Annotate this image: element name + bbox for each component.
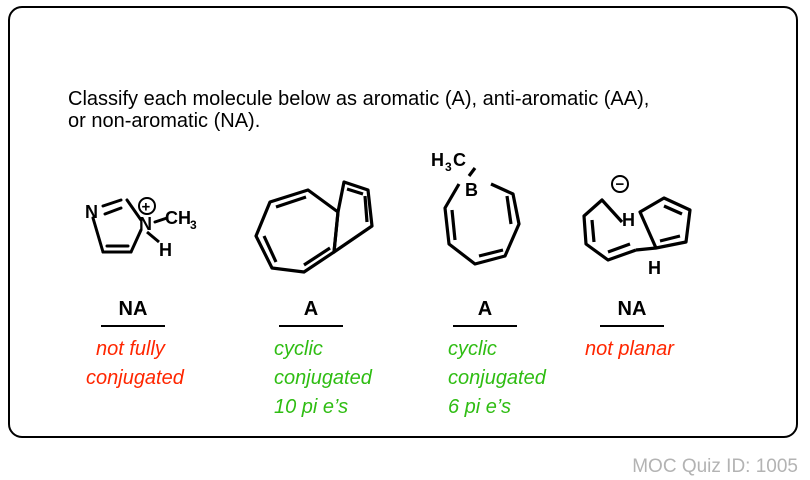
- atom-n1: N: [85, 202, 98, 222]
- methyl-h: H: [431, 150, 444, 170]
- negative-charge-icon: [611, 175, 629, 193]
- question-line-2: or non-aromatic (NA).: [68, 110, 261, 132]
- methyl-group: CH: [165, 208, 191, 228]
- answer-block-1: NA not fully conjugated: [78, 298, 188, 393]
- reason-line: conjugated: [274, 367, 372, 389]
- reason-line: conjugated: [448, 367, 546, 389]
- molecule-nonplanar-anion: − H H: [582, 175, 692, 278]
- molecule-imidazolium: N N + CH 3 H: [85, 197, 197, 260]
- methyl-subscript: 3: [190, 218, 197, 232]
- reason-line: not planar: [585, 338, 674, 360]
- answer-reason: not planar: [585, 335, 687, 364]
- quiz-card: [8, 6, 798, 438]
- atom-h: H: [159, 240, 172, 260]
- answer-block-4: NA not planar: [577, 298, 687, 364]
- reason-line: 10 pi e’s: [274, 396, 349, 418]
- answer-label: A: [303, 298, 319, 320]
- question-line-1: Classify each molecule below as aromatic…: [68, 88, 650, 110]
- reason-line: cyclic: [274, 338, 323, 360]
- answer-underline: [101, 325, 165, 327]
- negative-charge-sign: −: [616, 176, 625, 193]
- answer-underline: [453, 325, 517, 327]
- quiz-id: MOC Quiz ID: 1005: [632, 456, 798, 477]
- answer-block-2: A cyclic conjugated 10 pi e’s: [256, 298, 372, 422]
- question-text: Classify each molecule below as aromatic…: [68, 88, 748, 132]
- answer-label: A: [477, 298, 493, 320]
- reason-line: conjugated: [86, 367, 184, 389]
- answer-reason: cyclic conjugated 6 pi e’s: [448, 335, 546, 422]
- answer-label: NA: [118, 298, 148, 320]
- methyl-subscript: 3: [445, 160, 452, 174]
- atom-h2: H: [648, 258, 661, 278]
- molecule-azulene: [254, 180, 374, 274]
- reason-line: cyclic: [448, 338, 497, 360]
- answer-underline: [600, 325, 664, 327]
- methyl-c: C: [453, 150, 466, 170]
- molecule-borepin: H 3 C B: [431, 150, 521, 266]
- reason-line: 6 pi e’s: [448, 396, 512, 418]
- reason-line: not fully: [96, 338, 165, 360]
- answer-underline: [279, 325, 343, 327]
- positive-charge-sign: +: [142, 199, 151, 216]
- atom-h1: H: [622, 210, 635, 230]
- answer-reason: cyclic conjugated 10 pi e’s: [274, 335, 372, 422]
- answer-block-3: A cyclic conjugated 6 pi e’s: [430, 298, 546, 422]
- answer-label: NA: [617, 298, 647, 320]
- atom-n2: N: [139, 214, 152, 234]
- positive-charge-icon: [138, 197, 156, 215]
- answer-reason: not fully conjugated: [86, 335, 188, 393]
- atom-b: B: [465, 180, 478, 200]
